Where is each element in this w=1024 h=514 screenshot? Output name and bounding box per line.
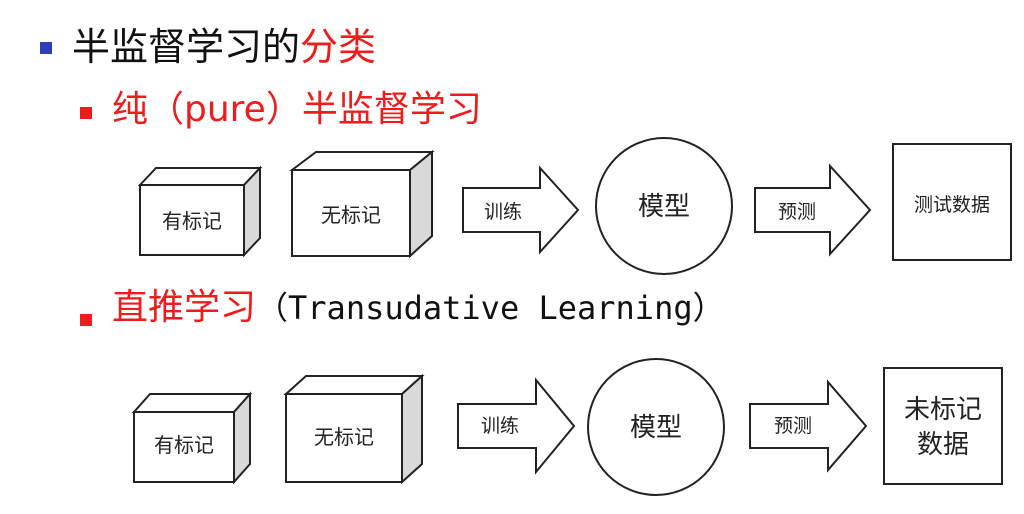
heading-bullet bbox=[40, 42, 52, 54]
flow2-target-box: 未标记 数据 bbox=[883, 367, 1003, 485]
flow1-train-arrow: 训练 bbox=[462, 165, 580, 255]
transductive-label-red: 直推学习 bbox=[112, 287, 257, 328]
flow2-train-text: 训练 bbox=[481, 415, 519, 437]
flow1-train-text: 训练 bbox=[484, 201, 522, 223]
heading-prefix: 半监督学习的 bbox=[72, 25, 301, 69]
flow1-unlabeled-text: 无标记 bbox=[321, 203, 381, 227]
flow1-labeled-cube: 有标记 bbox=[137, 165, 263, 258]
flow2-target-line2: 数据 bbox=[917, 430, 969, 460]
transductive-bullet bbox=[80, 314, 92, 326]
flow2-train-arrow: 训练 bbox=[457, 377, 576, 475]
flow1-labeled-text: 有标记 bbox=[162, 209, 222, 233]
flow2-model-circle: 模型 bbox=[587, 358, 725, 496]
flow1-model-text: 模型 bbox=[638, 192, 690, 222]
flow2-labeled-text: 有标记 bbox=[154, 433, 214, 457]
section-heading: 半监督学习的分类 bbox=[72, 28, 376, 66]
flow1-predict-text: 预测 bbox=[778, 201, 816, 223]
flow2-unlabeled-cube: 无标记 bbox=[283, 373, 425, 485]
flow2-labeled-cube: 有标记 bbox=[131, 391, 253, 485]
flow1-target-text: 测试数据 bbox=[914, 194, 990, 216]
flow1-model-circle: 模型 bbox=[595, 137, 733, 275]
flow2-predict-arrow: 预测 bbox=[749, 379, 868, 473]
transductive-heading: 直推学习（Transudative Learning） bbox=[112, 290, 725, 326]
flow2-unlabeled-text: 无标记 bbox=[314, 425, 374, 449]
heading-suffix: 分类 bbox=[300, 25, 377, 69]
flow1-unlabeled-cube: 无标记 bbox=[289, 149, 435, 259]
pure-bullet bbox=[80, 107, 92, 119]
flow1-target-box: 测试数据 bbox=[892, 143, 1012, 261]
flow1-predict-arrow: 预测 bbox=[754, 163, 872, 257]
flow2-target-line1: 未标记 bbox=[904, 395, 982, 425]
flow2-predict-text: 预测 bbox=[774, 415, 812, 437]
flow2-model-text: 模型 bbox=[630, 413, 682, 443]
transductive-label-rest: （Transudative Learning） bbox=[256, 289, 725, 327]
pure-heading: 纯（pure）半监督学习 bbox=[112, 89, 482, 130]
